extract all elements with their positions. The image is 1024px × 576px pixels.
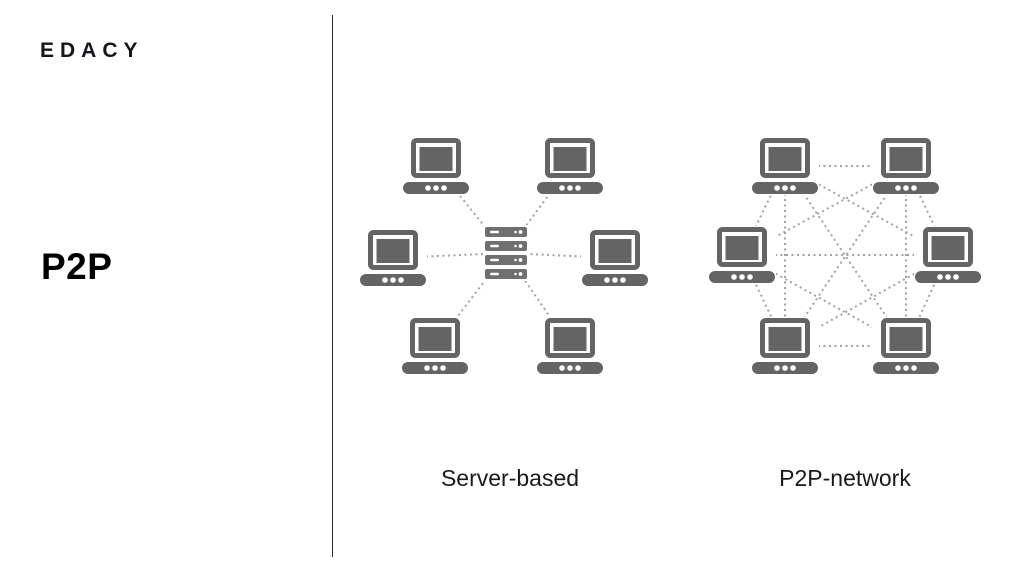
laptop-icon bbox=[359, 229, 427, 287]
page-title: P2P bbox=[41, 246, 113, 287]
server-icon bbox=[483, 225, 529, 281]
laptop-icon bbox=[536, 137, 604, 195]
laptop-icon bbox=[708, 226, 776, 284]
server-based-diagram bbox=[359, 137, 649, 375]
laptop-icon bbox=[751, 137, 819, 195]
laptop-icon bbox=[401, 317, 469, 375]
edacy-logo: EDACY bbox=[40, 39, 144, 62]
laptop-icon bbox=[581, 229, 649, 287]
connector-dotted-line bbox=[741, 254, 907, 347]
server-based-label: Server-based bbox=[440, 465, 580, 491]
laptop-icon bbox=[751, 317, 819, 375]
laptop-icon bbox=[872, 137, 940, 195]
p2p-network-label: P2P-network bbox=[779, 465, 911, 491]
laptop-icon bbox=[536, 317, 604, 375]
p2p-network-diagram bbox=[708, 137, 982, 375]
laptop-icon bbox=[872, 317, 940, 375]
vertical-divider bbox=[332, 15, 333, 557]
connector-dotted-line bbox=[435, 165, 507, 254]
laptop-icon bbox=[914, 226, 982, 284]
laptop-icon bbox=[402, 137, 470, 195]
